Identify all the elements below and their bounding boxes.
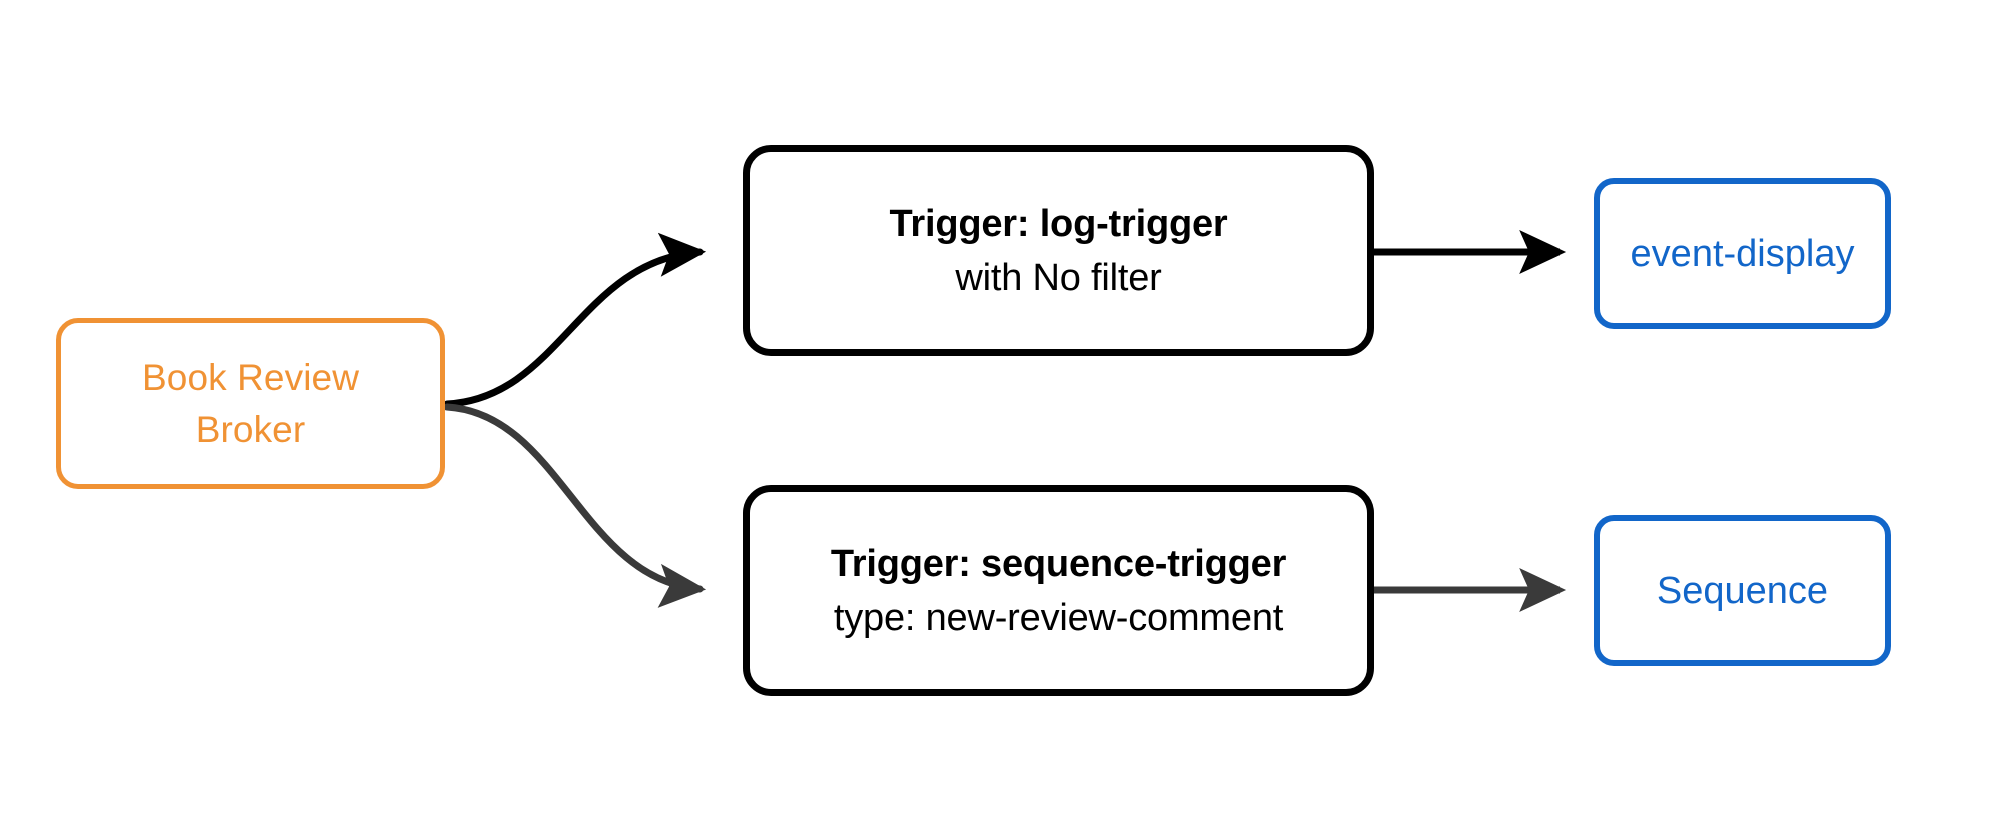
trigger-sequence-subtitle: type: new-review-comment — [833, 596, 1284, 639]
trigger-log-title: Trigger: log-trigger — [889, 202, 1228, 245]
trigger-log-subtitle: with No filter — [955, 256, 1162, 299]
event-display-label: event-display — [1630, 232, 1855, 275]
trigger-sequence-title: Trigger: sequence-trigger — [830, 542, 1287, 585]
node-event-display[interactable]: event-display — [1594, 178, 1891, 329]
node-trigger-sequence-trigger[interactable]: Trigger: sequence-trigger type: new-revi… — [743, 485, 1374, 696]
node-sequence[interactable]: Sequence — [1594, 515, 1891, 666]
broker-label-line-2: Broker — [195, 408, 306, 450]
node-book-review-broker[interactable]: Book Review Broker — [56, 318, 445, 489]
node-trigger-log-trigger[interactable]: Trigger: log-trigger with No filter — [743, 145, 1374, 356]
broker-label-line-1: Book Review — [141, 356, 360, 398]
edge-broker-to-log-trigger — [443, 232, 707, 408]
edge-broker-to-sequence-trigger — [443, 403, 707, 608]
sequence-label: Sequence — [1656, 569, 1829, 612]
